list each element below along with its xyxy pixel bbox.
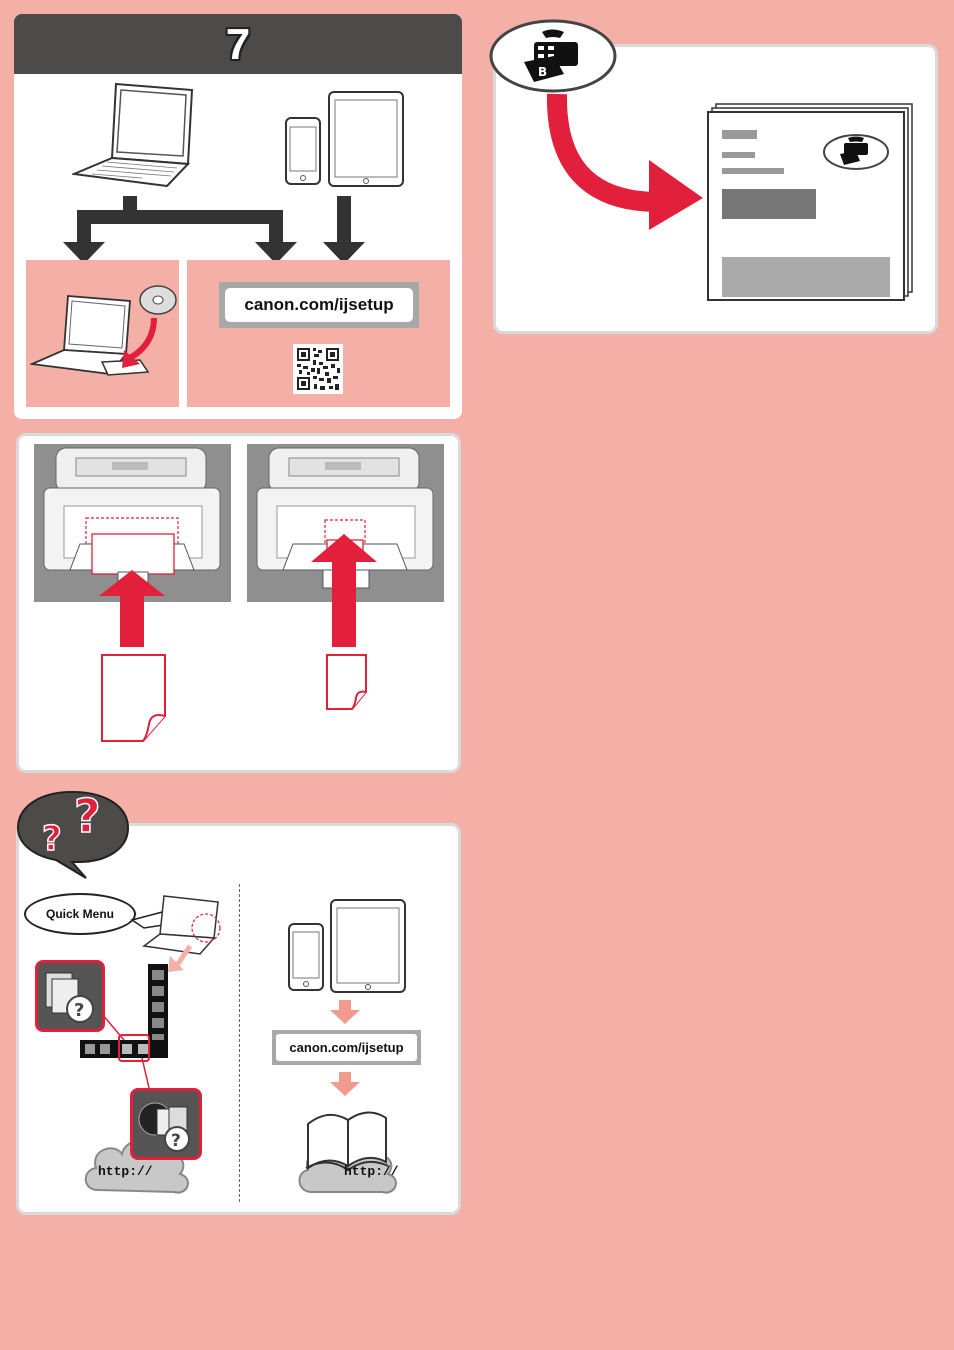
a4-paper-icon bbox=[101, 654, 166, 742]
mobile-devices-icon bbox=[288, 899, 406, 993]
help-url-frame: canon.com/ijsetup bbox=[272, 1030, 421, 1065]
book-help-icon: ? bbox=[138, 1102, 190, 1152]
toolbar-icon-4 bbox=[138, 1044, 148, 1054]
web-cloud-right bbox=[298, 1111, 397, 1194]
svg-text:?: ? bbox=[42, 819, 62, 859]
insert-arrow-left bbox=[99, 570, 165, 647]
setup-url-link[interactable]: canon.com/ijsetup bbox=[225, 288, 413, 322]
help-document-icon: ? bbox=[45, 972, 94, 1023]
down-arrow-1 bbox=[330, 1000, 360, 1024]
url-download-box: canon.com/ijsetup bbox=[187, 260, 450, 407]
quick-menu-icon-3 bbox=[152, 1002, 164, 1012]
quick-menu-label: Quick Menu bbox=[45, 907, 114, 921]
down-arrow-2 bbox=[330, 1072, 360, 1096]
quick-menu-icon-5 bbox=[152, 1034, 164, 1044]
divider-line bbox=[239, 884, 240, 1202]
setup-url-frame: canon.com/ijsetup bbox=[219, 282, 419, 328]
step-header: 7 bbox=[14, 14, 462, 74]
toolbar-icon-1 bbox=[85, 1044, 95, 1054]
quick-menu-icon-4 bbox=[152, 1018, 164, 1028]
svg-text:B: B bbox=[538, 65, 547, 79]
cd-install-box bbox=[26, 260, 179, 407]
quick-menu-bar bbox=[148, 964, 168, 1056]
paper-panel bbox=[16, 433, 461, 773]
laptop-icon bbox=[72, 82, 194, 187]
quick-menu-callout[interactable]: Quick Menu bbox=[24, 893, 136, 935]
insert-arrow-right bbox=[311, 534, 377, 647]
cd-rom-icon bbox=[30, 285, 177, 376]
small-paper-icon bbox=[326, 654, 367, 710]
fax-telephone-icon: B bbox=[489, 19, 617, 93]
svg-text:?: ? bbox=[74, 1000, 84, 1021]
svg-text:?: ? bbox=[74, 789, 101, 843]
quick-menu-laptop bbox=[130, 895, 221, 972]
fax-document-icon bbox=[707, 103, 913, 301]
online-manual-icon[interactable]: ? bbox=[35, 960, 105, 1032]
quick-menu-toolbar bbox=[80, 1040, 168, 1058]
online-manual-large-icon[interactable]: ? bbox=[130, 1088, 202, 1160]
toolbar-icon-3 bbox=[122, 1044, 132, 1054]
branch-arrows bbox=[63, 196, 365, 264]
smartphone-tablet-icon bbox=[285, 91, 404, 187]
step-number: 7 bbox=[225, 20, 251, 69]
question-mark-icon: ? ? bbox=[16, 788, 130, 879]
quick-menu-icon-2 bbox=[152, 986, 164, 996]
callout-lines bbox=[101, 1013, 151, 1093]
svg-text:?: ? bbox=[171, 1131, 181, 1151]
cloud-url-right: http:// bbox=[344, 1164, 399, 1179]
curved-red-arrow bbox=[546, 93, 703, 230]
toolbar-highlight bbox=[118, 1034, 150, 1062]
toolbar-icon-2 bbox=[100, 1044, 110, 1054]
qr-code-icon[interactable] bbox=[293, 344, 343, 394]
cloud-url-left: http:// bbox=[98, 1164, 153, 1179]
help-url-link[interactable]: canon.com/ijsetup bbox=[276, 1034, 417, 1061]
printer-illustration-left bbox=[34, 444, 231, 602]
printer-photo-left bbox=[34, 444, 231, 602]
quick-menu-icon-1 bbox=[152, 970, 164, 980]
setup-panel: 7 bbox=[14, 14, 462, 419]
